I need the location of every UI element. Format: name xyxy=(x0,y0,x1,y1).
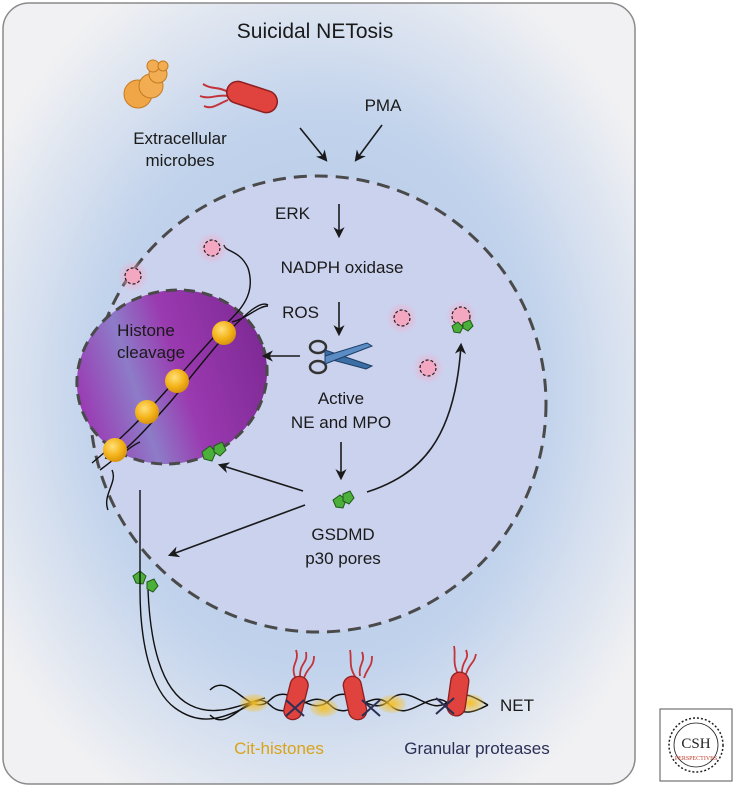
nucleus-histones xyxy=(103,321,236,462)
erk-label: ERK xyxy=(275,204,311,223)
scissors-icon xyxy=(308,339,374,375)
pma-arrow xyxy=(354,124,383,162)
gsdmd-label-2: p30 pores xyxy=(305,549,381,568)
nuclear-pore-icon xyxy=(201,441,227,462)
cit-histones-label: Cit-histones xyxy=(234,739,324,758)
microbes-arrow xyxy=(299,127,328,162)
extracellular-microbes-label-2: microbes xyxy=(146,151,215,170)
granular-protease-icons xyxy=(283,645,477,721)
extruded-dna-strands xyxy=(139,490,266,720)
active-ne-mpo-label-1: Active xyxy=(318,389,364,408)
diagram-title: Suicidal NETosis xyxy=(237,20,393,43)
csh-perspectives-logo: CSH PERSPECTIVES xyxy=(659,708,733,782)
gsdmd-to-membrane-arrow xyxy=(167,504,306,558)
gsdmd-to-nucleus-arrow xyxy=(217,462,304,492)
granular-proteases-label: Granular proteases xyxy=(404,739,550,758)
bacillus-microbe-icon xyxy=(199,80,279,114)
active-ne-mpo-label-2: NE and MPO xyxy=(291,413,391,432)
gsdmd-pore-icon xyxy=(332,490,355,509)
extracellular-microbes-label-1: Extracellular xyxy=(133,129,227,148)
csh-badge-subtitle: PERSPECTIVES xyxy=(675,756,717,762)
ros-label: ROS xyxy=(282,303,319,322)
histone-cleavage-label-2: cleavage xyxy=(117,343,185,362)
granule-icons xyxy=(117,232,477,384)
nadph-oxidase-label: NADPH oxidase xyxy=(281,258,404,277)
pma-label: PMA xyxy=(365,96,403,115)
net-label: NET xyxy=(500,696,534,715)
gsdmd-to-granule-arrow xyxy=(366,342,467,493)
csh-badge-title: CSH xyxy=(681,736,710,752)
cocci-microbe-icon xyxy=(123,59,169,109)
membrane-pore-icon xyxy=(132,570,159,593)
gsdmd-label-1: GSDMD xyxy=(311,525,374,544)
histone-cleavage-label-1: Histone xyxy=(117,321,175,340)
